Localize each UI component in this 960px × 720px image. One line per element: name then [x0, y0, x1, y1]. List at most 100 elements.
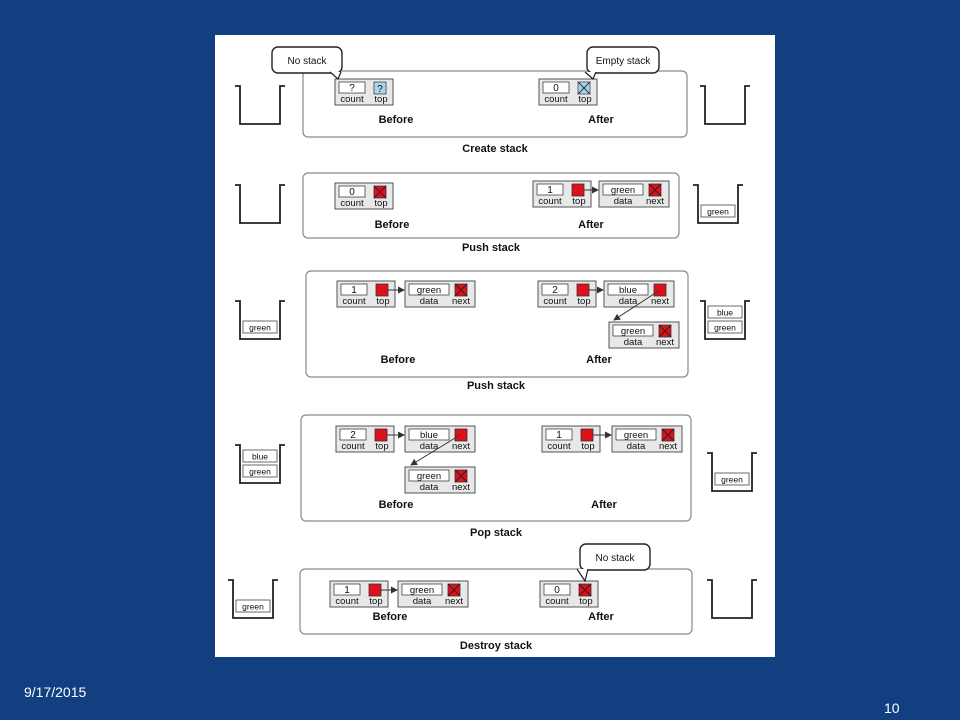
label-before: Before: [373, 611, 408, 623]
stack-item-label: blue: [717, 308, 733, 318]
stack-item-label: green: [707, 207, 729, 217]
node-data-value: green: [624, 430, 648, 441]
next-null-box-slash-b: [454, 469, 468, 483]
callout-bubble: [271, 46, 343, 74]
next-label: next: [445, 596, 463, 607]
stack-container-outline: [235, 85, 285, 125]
stack-container-outline: [700, 85, 750, 125]
stack-container-outline: [235, 184, 285, 224]
top-label: top: [572, 196, 585, 207]
callout-bubble: [586, 46, 660, 74]
count-value: 0: [349, 187, 355, 198]
stack-container-outline: [707, 579, 757, 619]
stack-container-destroy-after: [707, 579, 757, 619]
top-null-box-slash-b: [578, 583, 592, 597]
top-label: top: [577, 296, 590, 307]
data-label: data: [619, 296, 638, 307]
next-null-box-slash-b: [454, 283, 468, 297]
next-label: next: [646, 196, 664, 207]
count-value-box: [536, 183, 564, 196]
top-unset-box: [373, 81, 387, 95]
next-null-box-slash-b: [648, 183, 662, 197]
next-label: next: [656, 337, 674, 348]
top-label: top: [374, 94, 387, 105]
count-value-box: [338, 185, 366, 198]
label-before: Before: [379, 114, 414, 126]
node-data-value: green: [611, 185, 635, 196]
next-null-box-slash-b: [661, 428, 675, 442]
data-value-box: [602, 183, 644, 196]
count-value: 1: [351, 285, 357, 296]
callout-no-stack: No stack: [576, 543, 651, 583]
stack-item-box: [242, 449, 278, 463]
label-before: Before: [379, 499, 414, 511]
top-label: top: [578, 94, 591, 105]
pointer-arrow-next-to-node: [410, 434, 461, 466]
count-label: count: [340, 198, 364, 209]
label-after: After: [588, 611, 614, 623]
data-label: data: [624, 337, 643, 348]
section-title-push-stack: Push stack: [467, 380, 526, 392]
stack-container-push1-before: [235, 184, 285, 224]
callout-pointer: [576, 568, 589, 583]
top-pointer-box: [571, 183, 585, 197]
callout-no-stack: No stack: [271, 46, 343, 80]
section-title-create-stack: Create stack: [462, 143, 528, 155]
top-pointer-box: [580, 428, 594, 442]
top-label: top: [374, 198, 387, 209]
top-null-box-slash-b: [373, 185, 387, 199]
next-label: next: [651, 296, 669, 307]
section-title-pop-stack: Pop stack: [470, 527, 523, 539]
node-data-value: green: [621, 326, 645, 337]
top-null-slash-b: [577, 81, 591, 95]
stack-container-outline: [707, 452, 757, 492]
next-null-box-slash-b: [658, 324, 672, 338]
stack-item-box: [707, 305, 743, 319]
stack-container-push1-after: green: [693, 184, 743, 224]
section-title-destroy-stack: Destroy stack: [460, 640, 533, 652]
data-label: data: [420, 441, 439, 452]
stack-container-destroy-before: green: [228, 579, 278, 619]
stack-container-outline: [700, 300, 750, 340]
data-label: data: [627, 441, 646, 452]
data-label: data: [614, 196, 633, 207]
count-value-box: [333, 583, 361, 596]
count-value: ?: [349, 83, 355, 94]
callout-label: Empty stack: [596, 56, 651, 67]
label-after: After: [578, 219, 604, 231]
top-label: top: [579, 596, 592, 607]
count-value-box: [340, 283, 368, 296]
label-before: Before: [381, 354, 416, 366]
next-label: next: [659, 441, 677, 452]
node-data-value: blue: [619, 285, 637, 296]
stack-container-create-before: [235, 85, 285, 125]
count-value-box: [339, 428, 367, 441]
stack-item-box: [707, 320, 743, 334]
data-value-box: [612, 324, 654, 337]
stack-container-create-after: [700, 85, 750, 125]
count-label: count: [538, 196, 562, 207]
next-null-box-slash-b: [447, 583, 461, 597]
data-value-box: [607, 283, 649, 296]
top-label: top: [581, 441, 594, 452]
callout-pointer: [329, 71, 342, 80]
callout-label: No stack: [288, 56, 328, 67]
pointer-arrow-next-to-node: [613, 289, 661, 321]
count-label: count: [545, 596, 569, 607]
count-label: count: [544, 94, 568, 105]
data-value-box: [408, 428, 450, 441]
count-value-box: [541, 283, 569, 296]
